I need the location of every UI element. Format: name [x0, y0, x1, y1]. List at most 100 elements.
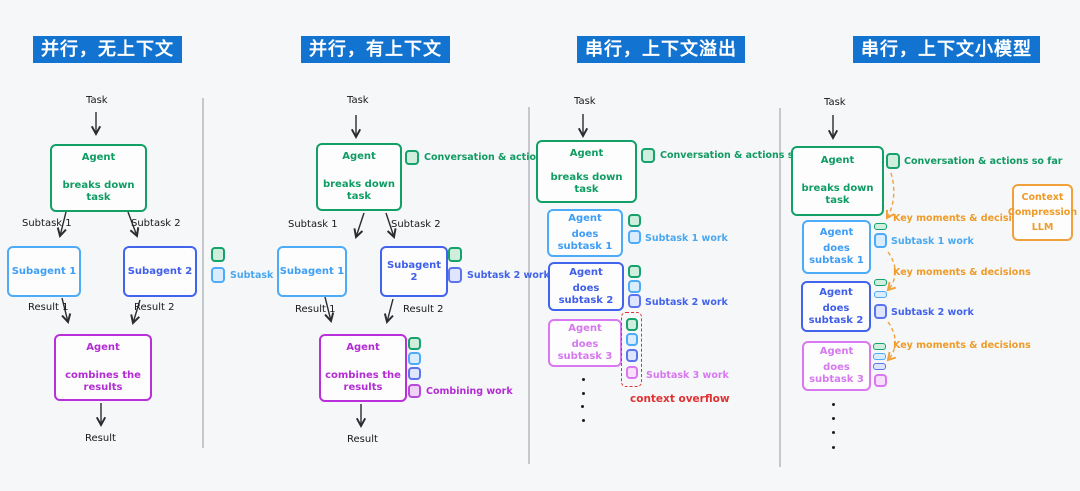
panel2-combine-line2: combines the results: [325, 370, 401, 393]
panel3-sub2-chip-green: [628, 265, 641, 278]
panel2-subagent1-label: Subagent 1: [279, 265, 345, 277]
panel1-result2-label: Result 2: [134, 302, 175, 313]
panel2-subagent2-box: Subagent 2: [380, 246, 448, 297]
panel2-task-label: Task: [347, 95, 369, 106]
panel4-compressed-chip-sky-2: [874, 291, 887, 298]
panel-divider-2: [528, 107, 530, 464]
panel-divider-1: [202, 98, 204, 448]
compression-box-line3: LLM: [1031, 221, 1054, 233]
panel4-subtask1-line1: Agent: [819, 227, 854, 238]
panel4-subtask3-box: Agent does subtask 3: [802, 341, 871, 391]
panel3-sub2-chip-sky: [628, 280, 641, 293]
panel1-title: 并行，无上下文: [33, 36, 182, 63]
compression-curve-1: [885, 172, 895, 220]
panel3-overflow-dashed-frame: [621, 312, 642, 387]
panel3-title: 串行，上下文溢出: [577, 36, 745, 63]
panel4-subtask3-line2: does subtask 3: [809, 362, 864, 385]
panel1-combine-line1: Agent: [86, 341, 120, 353]
panel4-ellipsis-dot-1: [832, 403, 835, 406]
panel2-subtask1-work-chip: [211, 267, 225, 283]
panel4-compressed-chip-green-2: [874, 279, 887, 286]
panel3-subtask1-line2: does subtask 1: [557, 229, 613, 252]
panel4-subtask2-line1: Agent: [819, 286, 853, 298]
panel3-subtask2-line1: Agent: [569, 266, 603, 278]
panel2-subagent2-context-chip: [448, 247, 462, 262]
panel3-ellipsis-dot-4: [582, 419, 585, 422]
panel1-subagent2-box: Subagent 2: [123, 246, 197, 297]
panel4-ellipsis-dot-4: [832, 446, 835, 449]
panel4-subtask3-work-chip: [874, 374, 887, 387]
panel3-sub3-chip-green: [626, 318, 638, 331]
panel2-combine-box: Agent combines the results: [319, 334, 407, 402]
panel2-combine-line1: Agent: [346, 342, 380, 353]
panel2-combine-chip-royal: [408, 367, 421, 380]
panel3-subtask3-line1: Agent: [568, 323, 602, 334]
panel3-agent-line1: Agent: [569, 147, 604, 159]
panel3-subtask2-work-label: Subtask 2 work: [645, 297, 728, 308]
panel1-subagent1-box: Subagent 1: [7, 246, 81, 297]
panel2-subagent1-context-chip: [211, 247, 225, 262]
panel3-sub3-chip-sky: [626, 333, 638, 346]
panel4-key-moments-label-1: Key moments & decisions: [893, 213, 1031, 224]
panel1-task-label: Task: [86, 95, 108, 106]
panel4-task-label: Task: [824, 97, 846, 108]
panel4-subtask2-box: Agent does subtask 2: [801, 281, 871, 332]
panel1-agent-line2: breaks down task: [62, 180, 135, 203]
panel3-subtask3-work-label: Subtask 3 work: [646, 370, 729, 381]
panel4-agent-line1: Agent: [820, 155, 855, 166]
panel2-result2-label: Result 2: [403, 304, 444, 315]
panel3-subtask2-box: Agent does subtask 2: [548, 262, 624, 311]
panel3-conversation-label: Conversation & actions so far: [660, 150, 819, 161]
panel1-agent-box: Agent breaks down task: [50, 144, 147, 212]
panel4-compressed-chip-sky-3: [873, 353, 886, 360]
panel2-subtask2-work-label: Subtask 2 work: [467, 270, 550, 281]
panel3-agent-box: Agent breaks down task: [536, 140, 637, 203]
panel2-conversation-chip: [405, 150, 419, 165]
panel4-subtask1-work-chip: [874, 233, 887, 248]
panel3-subtask2-line2: does subtask 2: [558, 282, 614, 306]
panel4-compression-llm-box: Context Compression LLM: [1008, 184, 1077, 241]
panel4-compressed-chip-green-3: [873, 343, 886, 350]
panel1-subagent1-label: Subagent 1: [11, 265, 77, 277]
arrow-agent-to-subagent1-2: [353, 212, 365, 239]
panel1-combine-line2: combines the results: [65, 369, 141, 393]
panel2-subagent2-label: Subagent 2: [386, 259, 442, 283]
panel4-ellipsis-dot-2: [832, 417, 835, 420]
panel4-subtask1-box: Agent does subtask 1: [802, 220, 871, 274]
panel3-sub1-chip-sky: [628, 230, 641, 244]
panel2-subtask1-work-label: Subtask 1 work: [230, 270, 313, 281]
panel2-subtask2-label: Subtask 2: [391, 219, 441, 230]
panel2-combine-chip-sky: [408, 352, 421, 365]
panel1-agent-line1: Agent: [81, 152, 116, 163]
panel4-subtask1-work-label: Subtask 1 work: [891, 236, 974, 247]
panel4-title: 串行，上下文小模型: [853, 36, 1040, 63]
panel3-subtask1-work-label: Subtask 1 work: [645, 233, 728, 244]
panel3-context-overflow-label: context overflow: [630, 393, 730, 405]
panel3-subtask3-work-chip: [626, 366, 638, 379]
panel1-result-label: Result: [85, 433, 116, 444]
panel4-compressed-chip-royal-3: [873, 363, 886, 370]
panel2-agent-line2: breaks down task: [322, 179, 396, 202]
panel2-combining-work-label: Combining work: [426, 386, 513, 397]
panel4-compressed-chip-green-1: [874, 223, 887, 230]
panel4-subtask3-line1: Agent: [819, 346, 854, 357]
panel2-subtask1-label: Subtask 1: [288, 219, 338, 230]
panel4-conversation-chip: [886, 153, 900, 169]
compression-box-line1: Context: [1021, 191, 1064, 203]
panel1-combine-box: Agent combines the results: [54, 334, 152, 401]
panel2-combine-chip-green: [408, 337, 421, 350]
panel4-ellipsis-dot-3: [832, 431, 835, 434]
panel4-key-moments-label-2: Key moments & decisions: [893, 267, 1031, 278]
panel-divider-3: [779, 108, 781, 467]
panel2-agent-box: Agent breaks down task: [316, 143, 402, 211]
panel3-subtask3-box: Agent does subtask 3: [548, 319, 622, 367]
panel3-subtask1-line1: Agent: [568, 213, 602, 224]
panel2-subagent1-box: Subagent 1: [277, 246, 347, 297]
panel2-title: 并行，有上下文: [301, 36, 450, 63]
panel3-task-label: Task: [574, 96, 596, 107]
panel1-result1-label: Result 1: [28, 302, 69, 313]
panel1-subtask1-label: Subtask 1: [22, 218, 72, 229]
panel2-combining-work-chip: [408, 384, 421, 398]
panel4-subtask2-work-label: Subtask 2 work: [891, 307, 974, 318]
panel4-agent-line2: breaks down task: [801, 183, 874, 206]
